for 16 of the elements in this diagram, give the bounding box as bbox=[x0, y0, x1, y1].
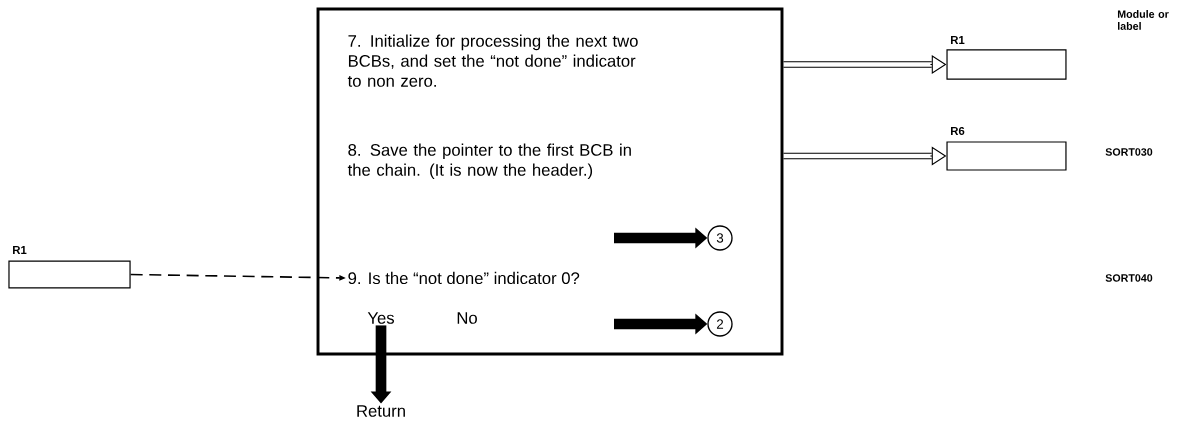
process-box bbox=[316, 7, 784, 356]
module-label: SORT040 bbox=[1105, 274, 1153, 282]
step-text: 7. Initialize for processing the next two BCBs, and set the “not done” indicator to non zero. bbox=[347, 34, 638, 87]
module-label: SORT030 bbox=[1105, 148, 1153, 156]
register-label: R6 bbox=[951, 127, 965, 135]
register-box bbox=[8, 260, 131, 289]
flow-label: Return bbox=[357, 405, 405, 417]
register-box bbox=[946, 141, 1067, 171]
step-text: 9. Is the “not done” indicator 0? bbox=[348, 271, 580, 285]
register-box bbox=[946, 49, 1067, 80]
register-label: R1 bbox=[13, 246, 27, 254]
step-text: 8. Save the pointer to the first BCB in the chain. (It is now the header.) bbox=[347, 143, 631, 180]
register-label: R1 bbox=[951, 36, 965, 44]
module-label: Module or label bbox=[1117, 10, 1169, 30]
branch-label: No bbox=[457, 312, 477, 324]
flow-label: Yes bbox=[367, 312, 394, 324]
